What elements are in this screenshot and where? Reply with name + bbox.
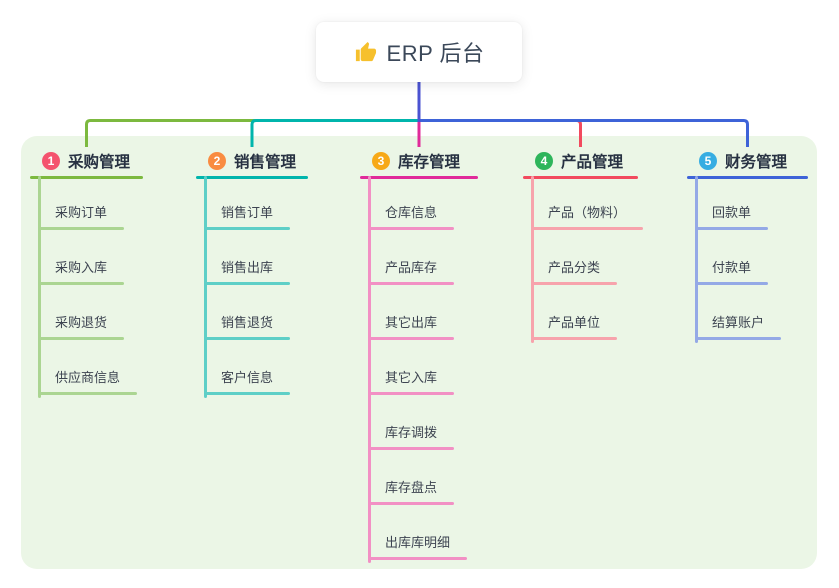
branch-number-badge: 2 (208, 151, 226, 170)
child-underline (368, 502, 454, 505)
branch-topic[interactable]: 3 库存管理 (360, 145, 460, 176)
branch-topic[interactable]: 4 产品管理 (523, 145, 623, 176)
children-trunk-line (204, 176, 207, 398)
child-label: 供应商信息 (55, 370, 121, 385)
branch-label: 采购管理 (68, 153, 131, 171)
child-label: 客户信息 (221, 370, 274, 385)
branch-topic[interactable]: 1 采购管理 (30, 145, 130, 176)
child-underline (204, 227, 290, 230)
child-label: 销售订单 (221, 205, 274, 220)
child-underline (204, 282, 290, 285)
child-underline (38, 227, 124, 230)
child-label: 库存盘点 (385, 480, 438, 495)
child-label: 仓库信息 (385, 205, 438, 220)
child-label: 其它入库 (385, 370, 438, 385)
branch-underline (196, 176, 308, 179)
child-label: 产品单位 (548, 315, 601, 330)
children-trunk-line (368, 176, 371, 563)
child-label: 采购退货 (55, 315, 108, 330)
branch-underline (360, 176, 478, 179)
child-underline (204, 392, 290, 395)
child-label: 结算账户 (712, 315, 765, 330)
child-label: 库存调拨 (385, 425, 438, 440)
child-underline (531, 227, 643, 230)
branch-5: 5 财务管理回款单付款单结算账户 (687, 145, 808, 343)
branches-background-panel (21, 136, 817, 569)
branch-number-badge: 3 (372, 151, 390, 170)
child-underline (531, 337, 617, 340)
child-underline (38, 337, 124, 340)
child-underline (695, 227, 768, 230)
child-label: 销售出库 (221, 260, 274, 275)
child-underline (368, 557, 467, 560)
child-underline (695, 337, 781, 340)
child-underline (695, 282, 768, 285)
branch-label: 产品管理 (561, 153, 624, 171)
thumbs-up-icon (355, 41, 376, 61)
child-label: 其它出库 (385, 315, 438, 330)
branch-underline (523, 176, 638, 179)
child-underline (368, 392, 454, 395)
child-label: 付款单 (712, 260, 752, 275)
branch-underline (30, 176, 143, 179)
branch-3: 3 库存管理仓库信息产品库存其它出库其它入库库存调拨库存盘点出库库明细 (360, 145, 478, 563)
branch-number-badge: 5 (699, 151, 717, 170)
branch-number-badge: 1 (42, 151, 60, 170)
child-underline (368, 227, 454, 230)
children-trunk-line (695, 176, 698, 343)
child-underline (38, 282, 124, 285)
child-underline (38, 392, 137, 395)
branch-label: 财务管理 (725, 153, 788, 171)
branch-topic[interactable]: 2 销售管理 (196, 145, 296, 176)
children-trunk-line (38, 176, 41, 398)
child-label: 采购订单 (55, 205, 108, 220)
branch-underline (687, 176, 808, 179)
branch-number-badge: 4 (535, 151, 553, 170)
root-node[interactable]: ERP 后台 (316, 22, 522, 82)
child-label: 销售退货 (221, 315, 274, 330)
child-underline (368, 282, 454, 285)
branch-2: 2 销售管理销售订单销售出库销售退货客户信息 (196, 145, 308, 398)
branch-4: 4 产品管理产品（物料） 产品分类产品单位 (523, 145, 643, 343)
child-underline (204, 337, 290, 340)
branch-label: 库存管理 (398, 153, 461, 171)
root-title: ERP 后台 (386, 41, 485, 66)
child-label: 采购入库 (55, 260, 108, 275)
child-label: 出库库明细 (385, 535, 451, 550)
child-underline (368, 337, 454, 340)
child-underline (531, 282, 617, 285)
child-label: 产品库存 (385, 260, 438, 275)
child-label: 产品（物料） (548, 205, 627, 220)
children-trunk-line (531, 176, 534, 343)
child-underline (368, 447, 454, 450)
child-label: 回款单 (712, 205, 752, 220)
branch-1: 1 采购管理采购订单采购入库采购退货供应商信息 (30, 145, 143, 398)
branch-label: 销售管理 (234, 153, 297, 171)
branch-topic[interactable]: 5 财务管理 (687, 145, 787, 176)
child-label: 产品分类 (548, 260, 601, 275)
